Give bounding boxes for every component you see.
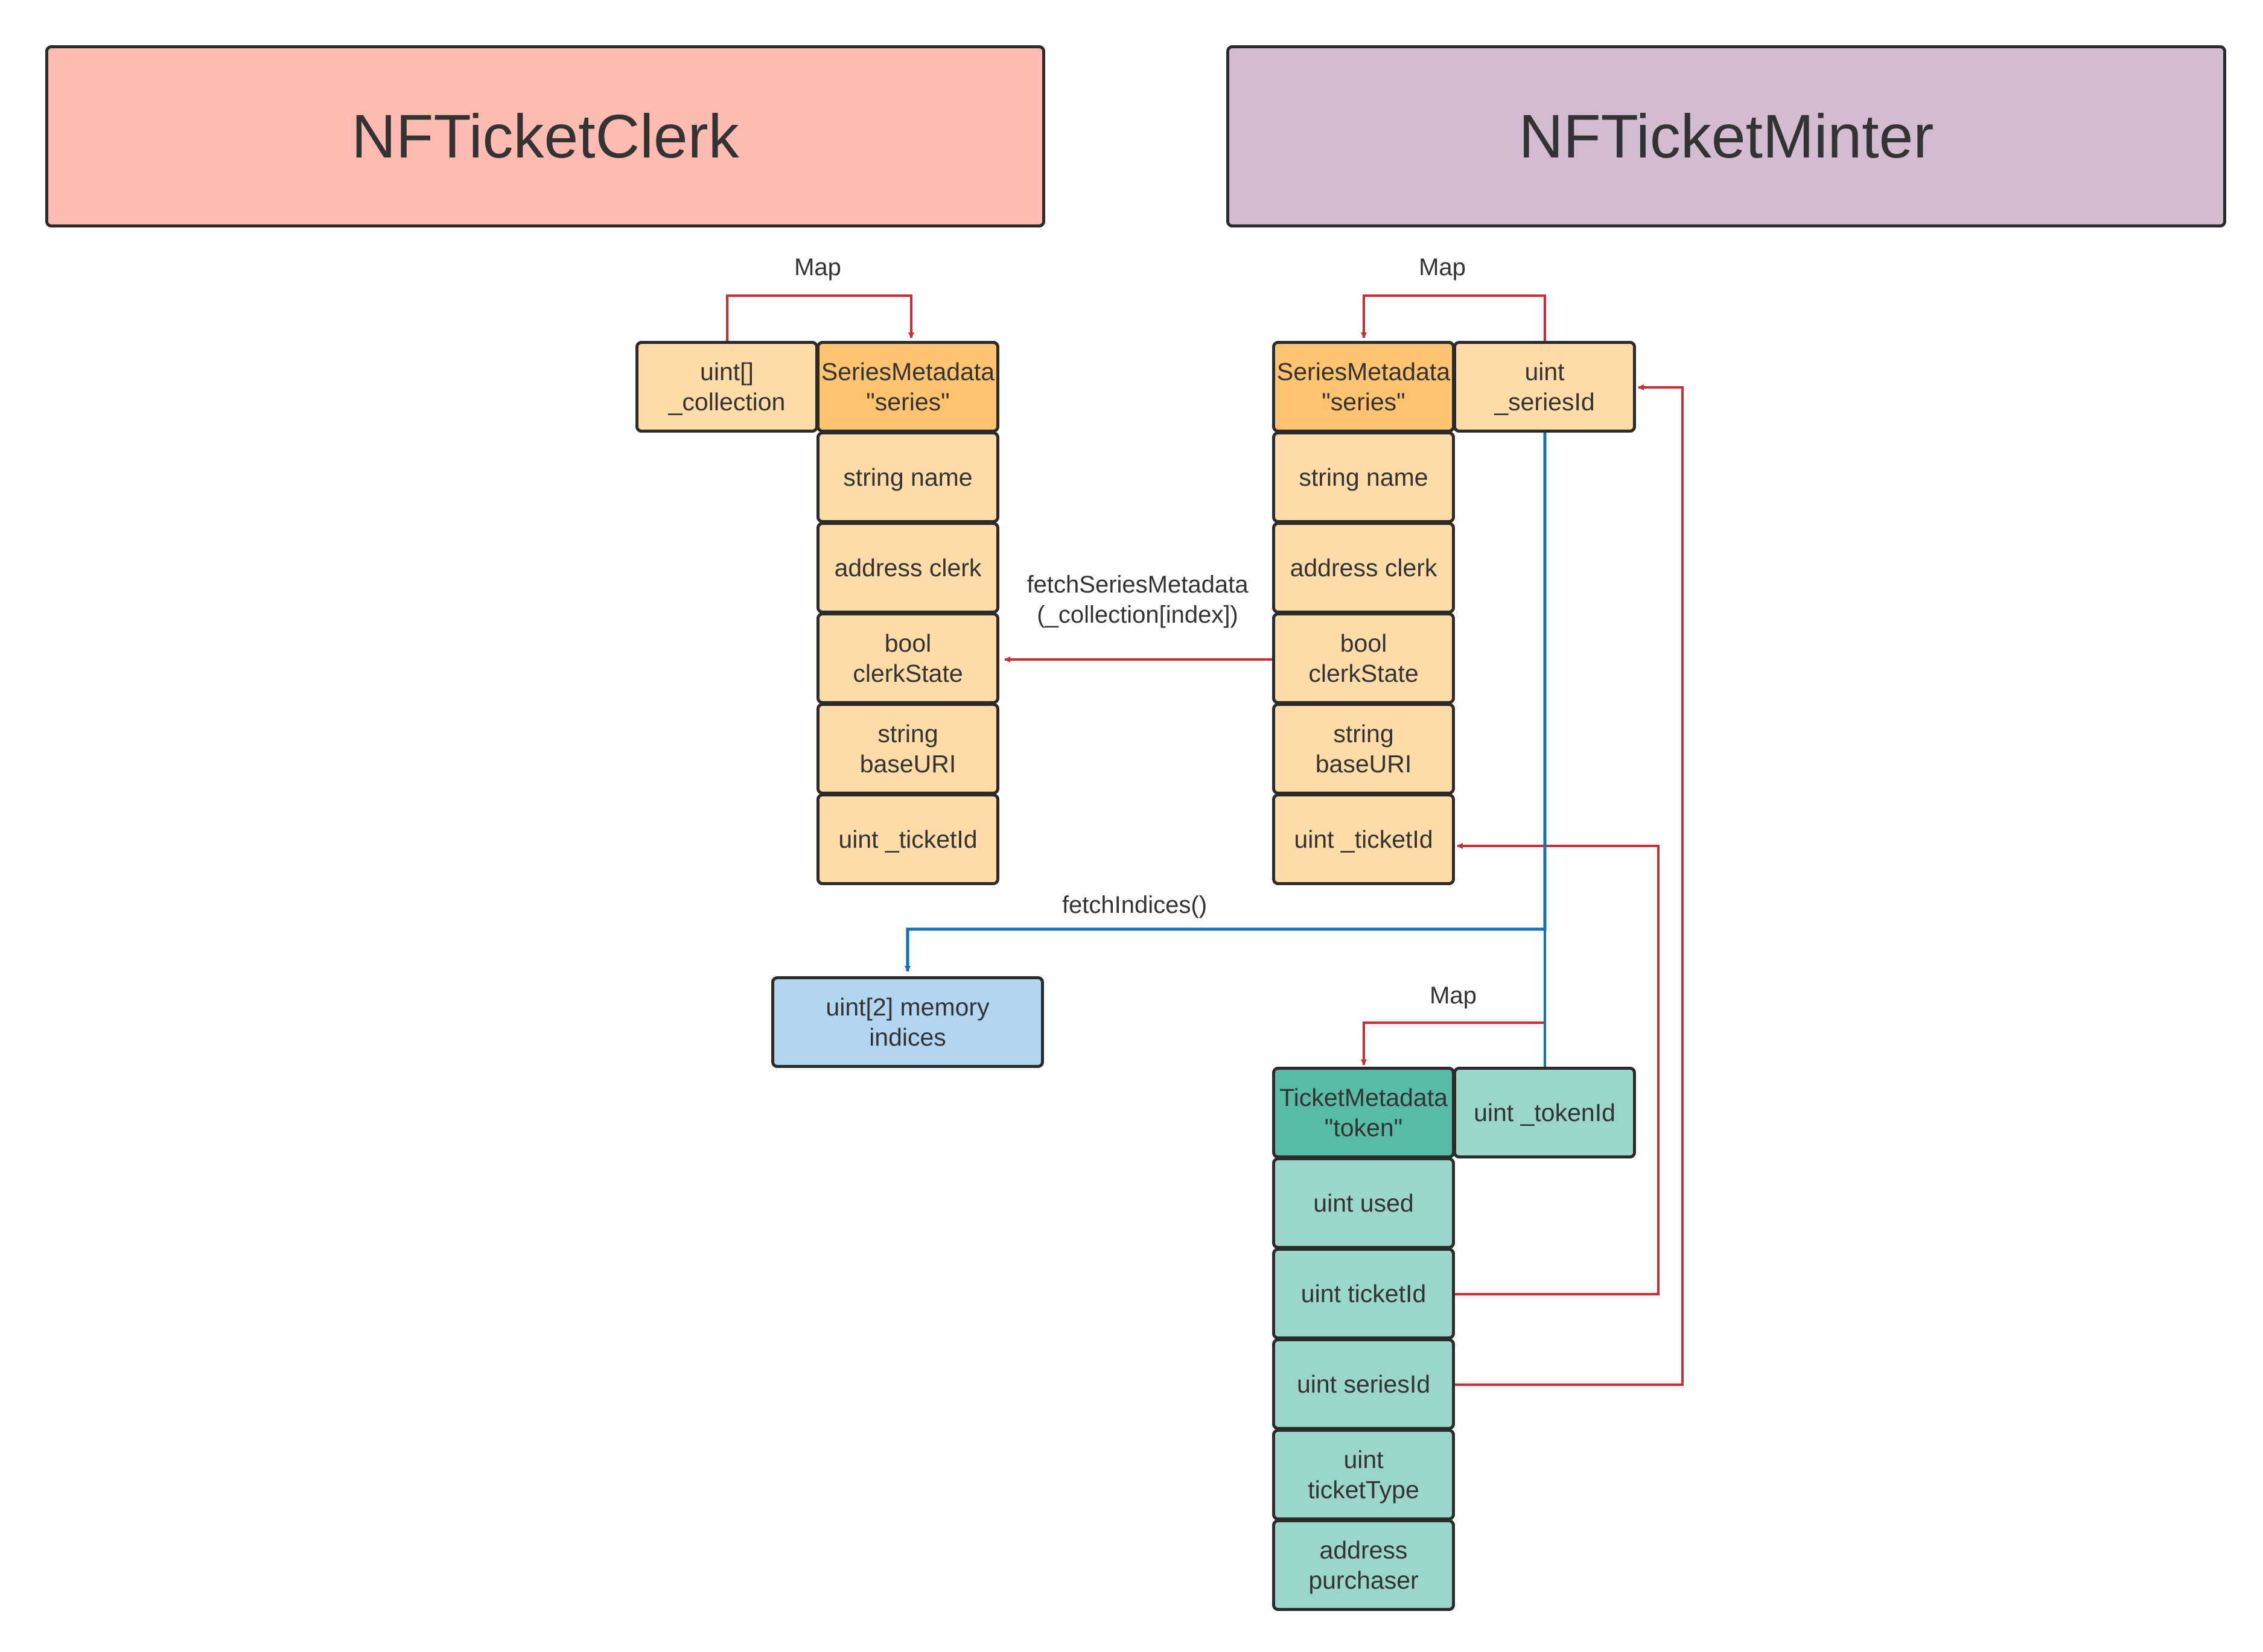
minter-field-baseuri: string baseURI: [1272, 703, 1455, 795]
map-arrow-token: [1361, 1021, 1546, 1068]
seriesid-link-arrow: [1454, 384, 1684, 1386]
map-label-clerk: Map: [794, 254, 841, 281]
minter-tokenid-key: uint _tokenId: [1453, 1067, 1636, 1158]
ticket-field-tickettype: uint ticketType: [1272, 1429, 1455, 1520]
minter-field-name: string name: [1272, 431, 1455, 523]
map-arrow-minter: [1361, 294, 1546, 342]
clerk-field-clerkstate: bool clerkState: [816, 612, 999, 704]
map-arrow-clerk: [726, 294, 914, 342]
clerk-series-head: SeriesMetadata "series": [816, 341, 999, 433]
clerk-collection-key: uint[] _collection: [635, 341, 818, 433]
fetch-indices-label: fetchIndices(): [1061, 892, 1208, 918]
minter-series-head: SeriesMetadata "series": [1272, 341, 1455, 433]
minter-field-ticketid: uint _ticketId: [1272, 793, 1455, 885]
clerk-field-ticketid: uint _ticketId: [816, 793, 999, 885]
minter-field-clerk: address clerk: [1272, 522, 1455, 614]
ticket-field-purchaser: address purchaser: [1272, 1519, 1455, 1611]
clerk-memory-indices: uint[2] memory indices: [771, 976, 1044, 1068]
minter-seriesid-key: uint _seriesId: [1453, 341, 1636, 433]
map-label-token: Map: [1430, 982, 1477, 1009]
clerk-field-name: string name: [816, 431, 999, 523]
minter-contract-header: NFTicketMinter: [1226, 45, 2226, 227]
minter-field-clerkstate: bool clerkState: [1272, 612, 1455, 704]
clerk-field-clerk: address clerk: [816, 522, 999, 614]
clerk-contract-header: NFTicketClerk: [45, 45, 1045, 227]
ticket-field-used: uint used: [1272, 1157, 1455, 1249]
ticketid-link-arrow: [1454, 843, 1660, 1295]
minter-ticket-head: TicketMetadata "token": [1272, 1067, 1455, 1158]
clerk-field-baseuri: string baseURI: [816, 703, 999, 795]
fetch-series-label: fetchSeriesMetadata (_collection[index]): [1026, 571, 1249, 628]
ticket-field-seriesid: uint seriesId: [1272, 1338, 1455, 1430]
map-label-minter: Map: [1419, 254, 1466, 281]
ticket-field-ticketid: uint ticketId: [1272, 1248, 1455, 1339]
fetch-indices-arrow: [905, 432, 1547, 972]
